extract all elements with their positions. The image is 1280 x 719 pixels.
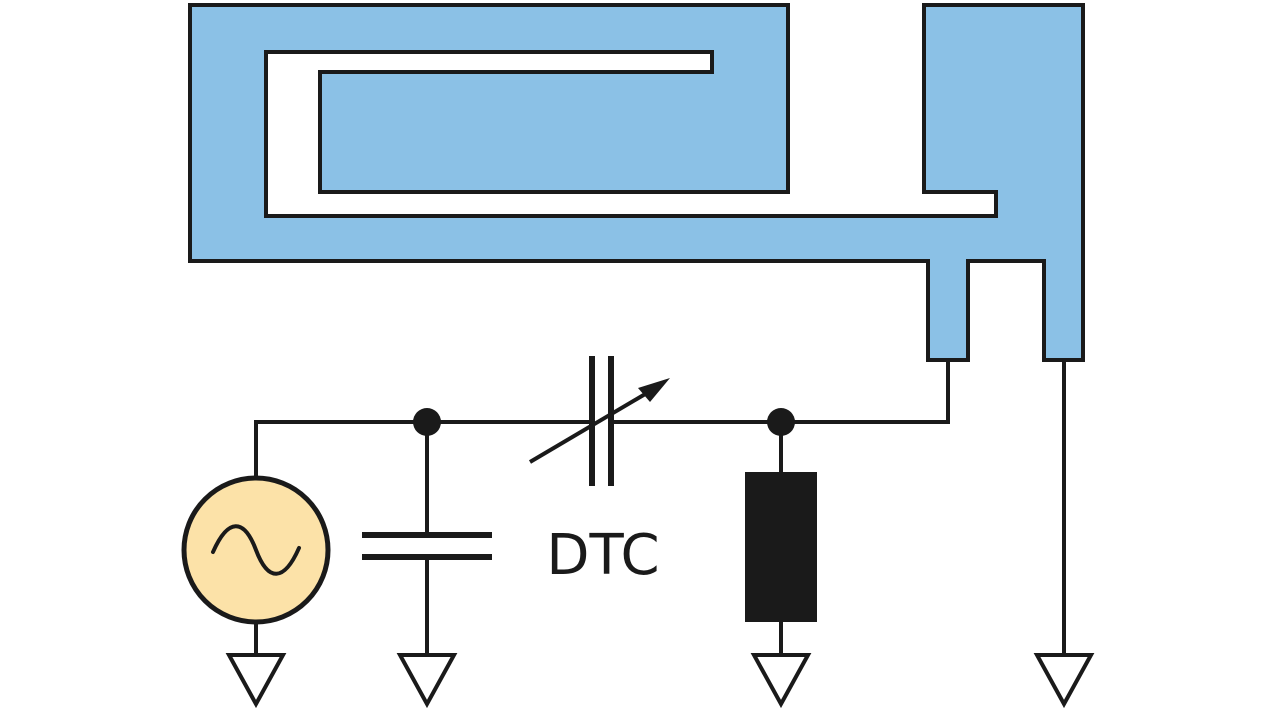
variable-capacitor-icon — [528, 356, 670, 486]
resistor-block-icon — [745, 472, 817, 622]
ground-icon — [225, 653, 287, 709]
capacitor-label: DTC — [546, 523, 659, 588]
antenna-meander-radiator — [188, 3, 1085, 362]
ground-icon — [1033, 653, 1095, 709]
capacitor-icon — [362, 532, 492, 560]
ground-icon — [396, 653, 458, 709]
ground-icon — [750, 653, 812, 709]
ac-voltage-source-icon — [181, 475, 331, 625]
